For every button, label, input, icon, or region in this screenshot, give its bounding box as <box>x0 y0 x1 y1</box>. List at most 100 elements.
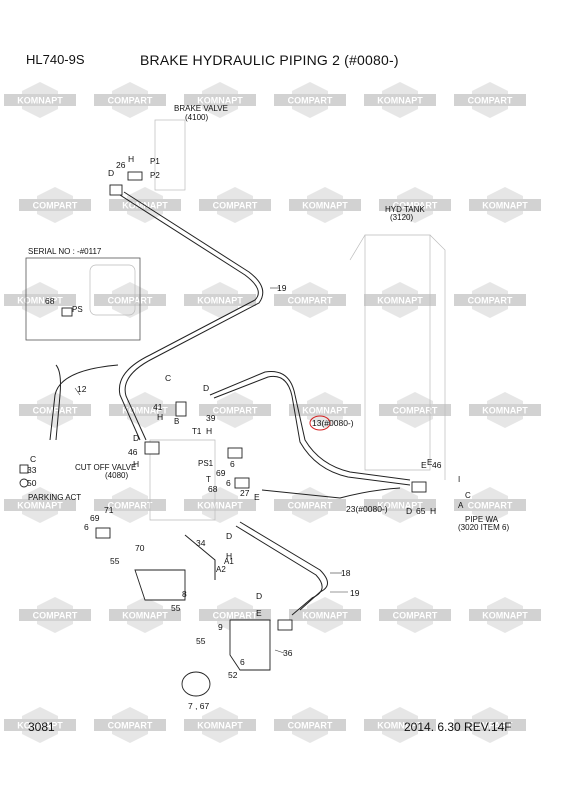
pipe-wa-label: PIPE WA <box>465 515 499 524</box>
watermark-band <box>274 94 346 106</box>
leader-lines <box>74 287 348 654</box>
port-a: A <box>458 501 464 510</box>
callout-68b: 68 <box>208 484 218 494</box>
letter-e-tank: E <box>427 458 432 467</box>
watermark-band <box>379 609 451 621</box>
watermark-band <box>454 499 526 511</box>
callout-33: 33 <box>27 465 37 475</box>
watermark-band <box>469 404 541 416</box>
watermark-text: COMPART <box>33 611 78 621</box>
watermark-text: KOMNAPT <box>482 406 528 416</box>
watermark-band <box>199 609 271 621</box>
callout-c1: C <box>165 373 171 383</box>
watermark-tile: KOMNAPT <box>289 597 361 633</box>
watermark-text: KOMNAPT <box>482 611 528 621</box>
hose-12-b <box>55 364 61 441</box>
watermark-text: COMPART <box>468 296 513 306</box>
watermark-band <box>19 609 91 621</box>
callout-18: 18 <box>341 568 351 578</box>
port-p1: P1 <box>150 157 160 166</box>
watermark-text: COMPART <box>213 611 258 621</box>
cut-off-valve-number: (4080) <box>105 471 128 480</box>
watermark-tile: COMPART <box>454 282 526 318</box>
callout-numbers: 26 H D 19 68 12 C 41 H D 39 H D 46 H 13(… <box>27 154 442 711</box>
pipe-wa-number: (3020 ITEM 6) <box>458 523 509 532</box>
watermark-text: KOMNAPT <box>377 721 423 731</box>
watermark-text: KOMNAPT <box>197 96 243 106</box>
watermark-band <box>184 719 256 731</box>
watermark-band <box>274 294 346 306</box>
watermark-tile: KOMNAPT <box>4 707 76 743</box>
watermark-text: KOMNAPT <box>122 611 168 621</box>
brake-valve-number: (4100) <box>185 113 208 122</box>
hose-19-upper-b <box>123 191 264 441</box>
callout-50: 50 <box>27 478 37 488</box>
watermark-tile: KOMNAPT <box>109 392 181 428</box>
revision-date: 2014. 6.30 REV.14F <box>404 720 512 734</box>
letter-i: I <box>458 475 460 484</box>
part-68-inset <box>61 307 73 317</box>
watermark-band <box>4 499 76 511</box>
leader-36 <box>274 649 285 654</box>
watermark-text: KOMNAPT <box>302 611 348 621</box>
fitting-41 <box>175 401 187 417</box>
watermark-text: COMPART <box>468 721 513 731</box>
callout-6d: 6 <box>240 657 245 667</box>
fitting-26 <box>127 171 143 181</box>
brake-valve-body <box>154 119 186 191</box>
watermark-tile: KOMNAPT <box>364 282 436 318</box>
watermark-band <box>289 199 361 211</box>
callout-70: 70 <box>135 543 145 553</box>
watermark-text: COMPART <box>468 501 513 511</box>
hose-13-b <box>213 375 411 486</box>
port-b: B <box>174 417 179 426</box>
watermark-tile: KOMNAPT <box>469 597 541 633</box>
callout-e1: E <box>254 492 260 502</box>
callout-69b: 69 <box>90 513 100 523</box>
watermark-tile: COMPART <box>19 187 91 223</box>
page-title: BRAKE HYDRAULIC PIPING 2 (#0080-) <box>140 52 399 68</box>
parking-act-label: PARKING ACT <box>28 493 81 502</box>
watermark-band <box>109 609 181 621</box>
part-33 <box>19 464 29 474</box>
callout-h4: H <box>133 459 139 469</box>
callout-27: 27 <box>240 488 250 498</box>
callout-h5: H <box>226 551 232 561</box>
highlight-circle <box>309 415 331 431</box>
watermark-text: COMPART <box>33 406 78 416</box>
watermark-text: COMPART <box>108 721 153 731</box>
watermark-band <box>454 719 526 731</box>
callout-13: 13(#0080-) <box>312 418 354 428</box>
watermark-band <box>94 499 166 511</box>
watermark-tile: COMPART <box>94 707 166 743</box>
callout-d4: D <box>226 531 232 541</box>
callout-68: 68 <box>45 296 55 306</box>
hyd-tank-number: (3120) <box>390 213 413 222</box>
watermark-band <box>364 294 436 306</box>
watermark-tile: KOMNAPT <box>184 487 256 523</box>
callout-c2: C <box>30 454 36 464</box>
watermark-text: KOMNAPT <box>17 501 63 511</box>
watermark-band <box>199 404 271 416</box>
watermark-tile: COMPART <box>19 597 91 633</box>
watermark-tile: KOMNAPT <box>469 187 541 223</box>
callout-h2: H <box>157 412 163 422</box>
watermark-text: COMPART <box>288 96 333 106</box>
fitting-36 <box>277 619 293 631</box>
watermark-text: KOMNAPT <box>377 96 423 106</box>
port-a1: A1 <box>224 557 234 566</box>
callout-e2: E <box>421 460 427 470</box>
watermark-band <box>469 609 541 621</box>
callout-h1: H <box>128 154 134 164</box>
watermark-text: KOMNAPT <box>197 501 243 511</box>
bracket-9 <box>229 619 271 671</box>
hyd-tank-label: HYD TANK <box>385 205 425 214</box>
serial-number-label: SERIAL NO : -#0117 <box>28 247 102 256</box>
watermark-tile: KOMNAPT <box>469 392 541 428</box>
watermark-text: KOMNAPT <box>482 201 528 211</box>
watermark-text: COMPART <box>468 96 513 106</box>
port-p2: P2 <box>150 171 160 180</box>
callout-55c: 55 <box>196 636 206 646</box>
watermark-tile: KOMNAPT <box>4 487 76 523</box>
watermark-text: KOMNAPT <box>302 406 348 416</box>
